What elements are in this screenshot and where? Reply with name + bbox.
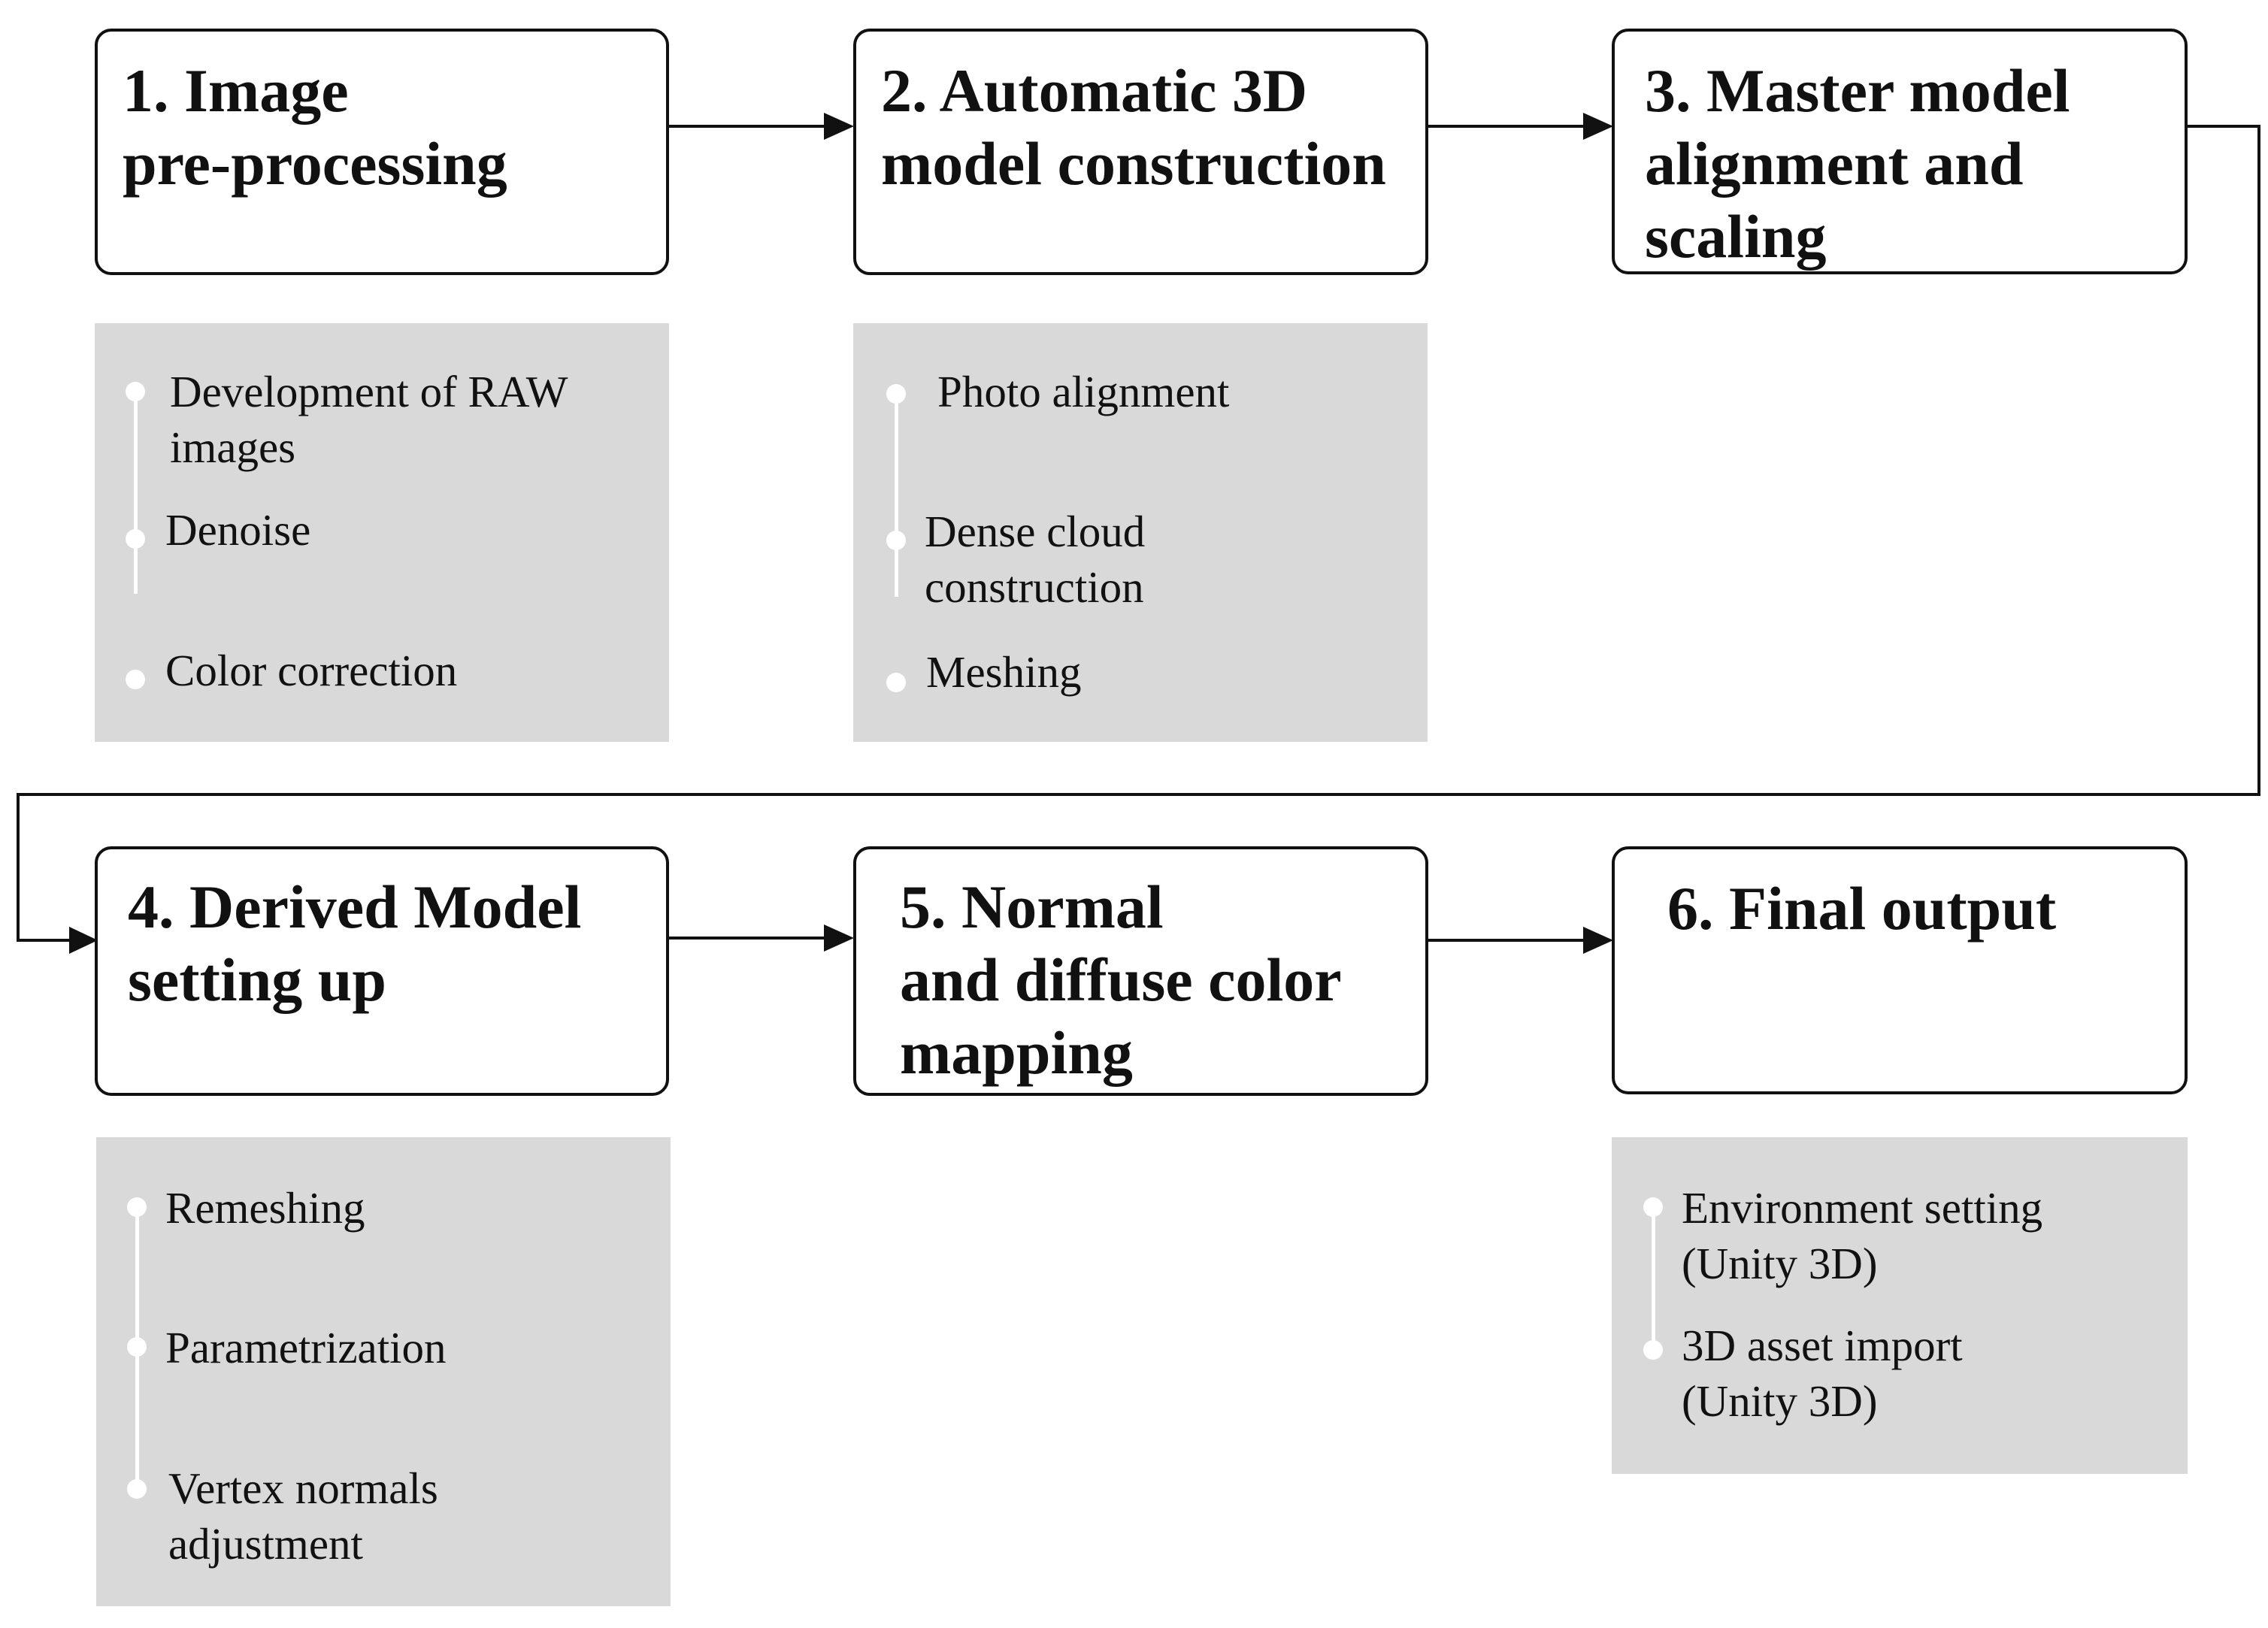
task-label: Color correction: [165, 646, 458, 695]
task-label: Photo alignment: [937, 367, 1230, 416]
step-1-title: 1. Image pre-processing: [123, 56, 507, 198]
bullet-dot: [126, 382, 145, 401]
bullet-dot: [127, 1479, 147, 1499]
step-4-title: 4. Derived Model setting up: [128, 873, 582, 1014]
bullet-dot: [126, 670, 145, 689]
timeline-line: [895, 394, 898, 597]
step-5-box: 5. Normal and diffuse color mapping: [853, 846, 1428, 1096]
arrowhead-3: [69, 927, 98, 954]
bullet-dot: [886, 531, 906, 550]
step-5-title: 5. Normal and diffuse color mapping: [900, 873, 1342, 1087]
arrowhead-1: [824, 113, 854, 140]
bullet-dot: [886, 384, 906, 404]
step-2-title: 2. Automatic 3D model construction: [881, 56, 1386, 198]
step-6-title: 6. Final output: [1667, 874, 2057, 943]
timeline-line: [134, 391, 138, 594]
task-label: Vertex normals adjustment: [168, 1463, 438, 1569]
bullet-dot: [1643, 1197, 1663, 1217]
step-2-tasks-panel: Photo alignment Dense cloud construction…: [853, 323, 1428, 742]
step-4-box: 4. Derived Model setting up: [95, 846, 669, 1096]
bullet-dot: [127, 1197, 147, 1217]
arrowhead-2: [1583, 113, 1613, 140]
step-3-box: 3. Master model alignment and scaling: [1612, 29, 2188, 274]
task-label: Remeshing: [165, 1183, 365, 1233]
task-label: Dense cloud construction: [925, 507, 1146, 612]
bullet-dot: [127, 1337, 147, 1357]
task-label: Denoise: [165, 505, 311, 555]
arrow-step3-to-step4: [17, 125, 2260, 942]
step-2-box: 2. Automatic 3D model construction: [853, 29, 1428, 275]
step-1-box: 1. Image pre-processing: [95, 29, 669, 275]
bullet-dot: [886, 673, 906, 692]
task-label: Parametrization: [165, 1323, 447, 1372]
step-3-title: 3. Master model alignment and scaling: [1645, 56, 2070, 271]
step-1-tasks-panel: Development of RAW images Denoise Color …: [95, 323, 669, 742]
task-label: 3D asset import (Unity 3D): [1682, 1321, 1963, 1426]
bullet-dot: [1643, 1340, 1663, 1360]
task-label: Meshing: [926, 647, 1082, 697]
timeline-line: [1652, 1207, 1655, 1350]
task-label: Development of RAW images: [170, 367, 568, 472]
step-4-tasks-panel: Remeshing Parametrization Vertex normals…: [96, 1137, 671, 1606]
bullet-dot: [126, 529, 145, 549]
step-6-tasks-panel: Environment setting (Unity 3D) 3D asset …: [1612, 1137, 2188, 1474]
arrowhead-4: [824, 924, 854, 952]
task-label: Environment setting (Unity 3D): [1682, 1183, 2043, 1288]
arrowhead-5: [1583, 927, 1613, 954]
step-6-box: 6. Final output: [1612, 846, 2188, 1094]
